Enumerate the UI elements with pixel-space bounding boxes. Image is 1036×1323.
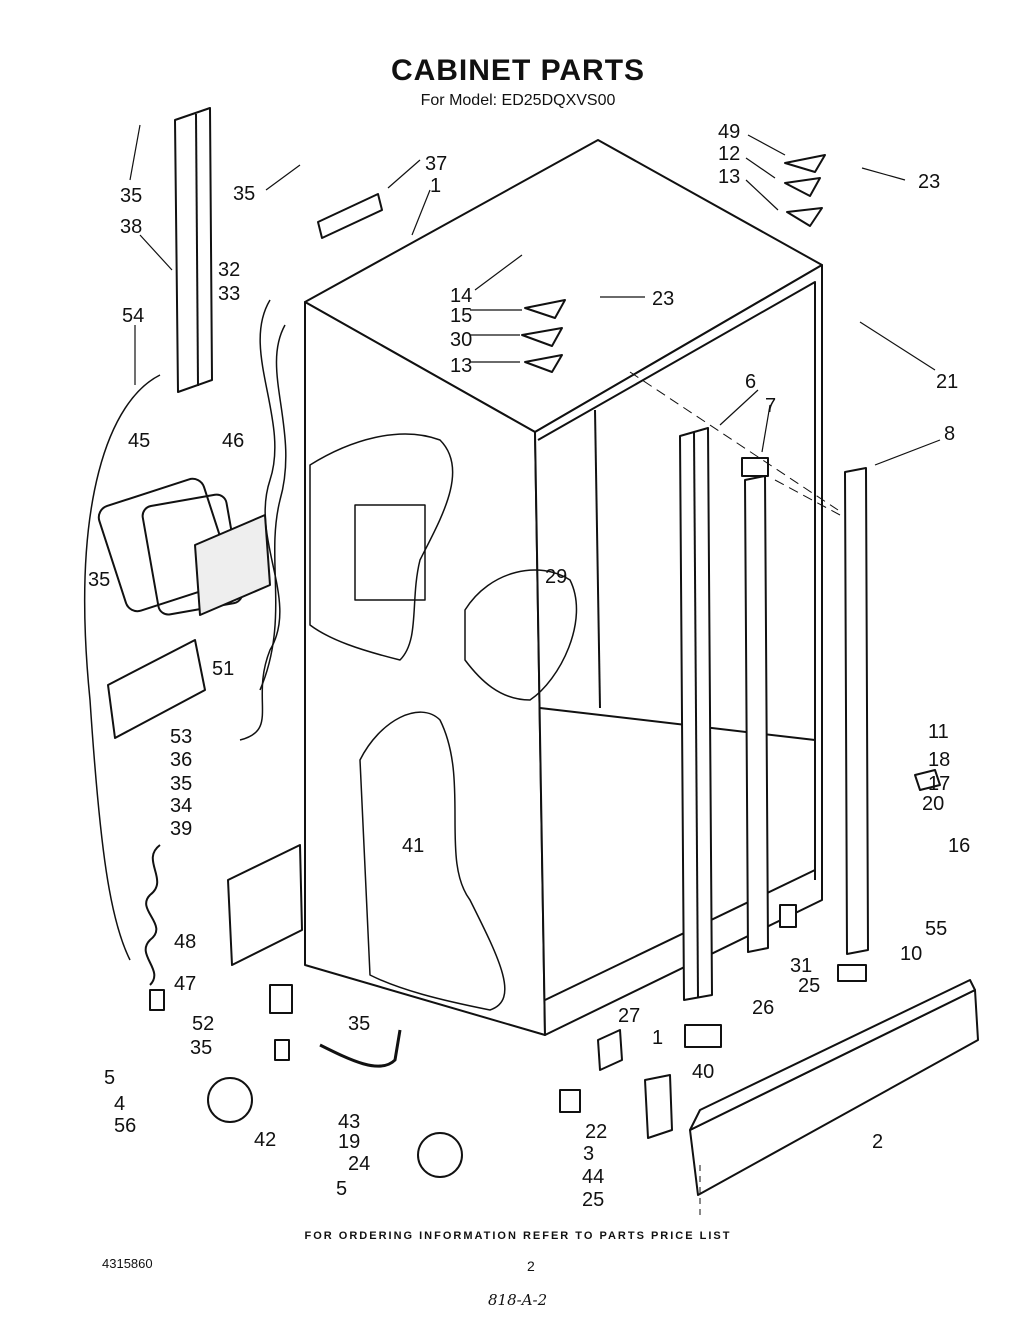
callout: 27 bbox=[618, 1005, 640, 1027]
callout: 23 bbox=[652, 288, 674, 310]
callout: 13 bbox=[718, 166, 740, 188]
handwritten-note: 818-A-2 bbox=[488, 1291, 548, 1309]
callout: 45 bbox=[128, 430, 150, 452]
cutaway-upper bbox=[309, 433, 454, 661]
callout: 4 bbox=[114, 1093, 125, 1115]
callout: 55 bbox=[925, 918, 947, 940]
leader-lines bbox=[129, 124, 941, 466]
callout: 19 bbox=[338, 1131, 360, 1153]
callout: 49 bbox=[718, 121, 740, 143]
callout: 34 bbox=[170, 795, 192, 817]
callout: 1 bbox=[430, 175, 441, 197]
callout: 13 bbox=[450, 355, 472, 377]
callout: 35 bbox=[170, 773, 192, 795]
page-number: 2 bbox=[527, 1258, 535, 1274]
callout: 51 bbox=[212, 658, 234, 680]
callout: 31 bbox=[790, 955, 812, 977]
callout: 10 bbox=[900, 943, 922, 965]
callout: 17 bbox=[928, 773, 950, 795]
callout: 39 bbox=[170, 818, 192, 840]
callout: 21 bbox=[936, 371, 958, 393]
callout-labels: 35 38 37 1 35 49 12 13 23 32 33 14 15 30… bbox=[88, 121, 970, 1211]
callout: 42 bbox=[254, 1129, 276, 1151]
callout: 48 bbox=[174, 931, 196, 953]
callout: 40 bbox=[692, 1061, 714, 1083]
cutaway-right bbox=[464, 569, 578, 701]
cutaway-lower bbox=[359, 711, 506, 1011]
callout: 22 bbox=[585, 1121, 607, 1143]
callout: 32 bbox=[218, 259, 240, 281]
callout: 20 bbox=[922, 793, 944, 815]
cabinet-linework bbox=[84, 107, 979, 1215]
callout: 5 bbox=[336, 1178, 347, 1200]
callout: 29 bbox=[545, 566, 567, 588]
callout: 24 bbox=[348, 1153, 370, 1175]
callout: 46 bbox=[222, 430, 244, 452]
callout: 18 bbox=[928, 749, 950, 771]
callout: 35 bbox=[88, 569, 110, 591]
callout: 12 bbox=[718, 143, 740, 165]
callout: 35 bbox=[120, 185, 142, 207]
callout: 37 bbox=[425, 153, 447, 175]
callout: 15 bbox=[450, 305, 472, 327]
callout: 30 bbox=[450, 329, 472, 351]
callout: 35 bbox=[348, 1013, 370, 1035]
callout: 38 bbox=[120, 216, 142, 238]
model-subtitle: For Model: ED25DQXVS00 bbox=[420, 92, 616, 109]
callout: 1 bbox=[652, 1027, 663, 1049]
callout: 3 bbox=[583, 1143, 594, 1165]
callout: 54 bbox=[122, 305, 144, 327]
callout: 35 bbox=[233, 183, 255, 205]
callout: 47 bbox=[174, 973, 196, 995]
callout: 2 bbox=[872, 1131, 883, 1153]
callout: 11 bbox=[928, 721, 949, 743]
callout: 23 bbox=[918, 171, 940, 193]
callout: 14 bbox=[450, 285, 472, 307]
callout: 43 bbox=[338, 1111, 360, 1133]
page-title: CABINET PARTS bbox=[390, 54, 646, 87]
callout: 44 bbox=[582, 1166, 604, 1188]
callout: 52 bbox=[192, 1013, 214, 1035]
callout: 41 bbox=[402, 835, 424, 857]
callout: 25 bbox=[582, 1189, 604, 1211]
callout: 35 bbox=[190, 1037, 212, 1059]
document-number: 4315860 bbox=[102, 1256, 153, 1271]
callout: 26 bbox=[752, 997, 774, 1019]
callout: 6 bbox=[745, 371, 756, 393]
callout: 25 bbox=[798, 975, 820, 997]
callout: 53 bbox=[170, 726, 192, 748]
callout: 56 bbox=[114, 1115, 136, 1137]
callout: 5 bbox=[104, 1067, 115, 1089]
callout: 33 bbox=[218, 283, 240, 305]
callout: 16 bbox=[948, 835, 970, 857]
callout: 7 bbox=[765, 395, 776, 417]
ordering-note: FOR ORDERING INFORMATION REFER TO PARTS … bbox=[304, 1230, 732, 1242]
callout: 8 bbox=[944, 423, 955, 445]
callout: 36 bbox=[170, 749, 192, 771]
